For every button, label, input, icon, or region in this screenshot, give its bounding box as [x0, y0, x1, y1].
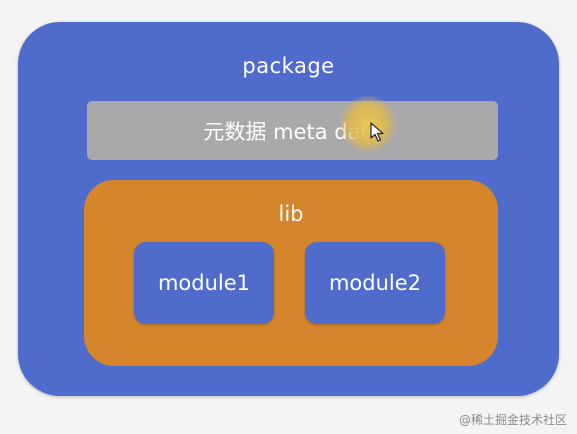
- module-box-1: module1: [134, 242, 274, 324]
- watermark: @稀土掘金技术社区: [458, 413, 567, 427]
- package-box: package 元数据 meta data lib module1 module…: [18, 22, 559, 396]
- module-box-2: module2: [305, 242, 445, 324]
- metadata-box: 元数据 meta data: [87, 101, 498, 160]
- lib-box: lib module1 module2: [84, 180, 498, 366]
- module-label: module2: [328, 271, 422, 295]
- mouse-pointer-icon: [370, 122, 384, 142]
- lib-label: lib: [278, 202, 304, 226]
- module-label: module1: [157, 271, 251, 295]
- package-label: package: [242, 54, 335, 78]
- cursor-highlight: [340, 96, 396, 152]
